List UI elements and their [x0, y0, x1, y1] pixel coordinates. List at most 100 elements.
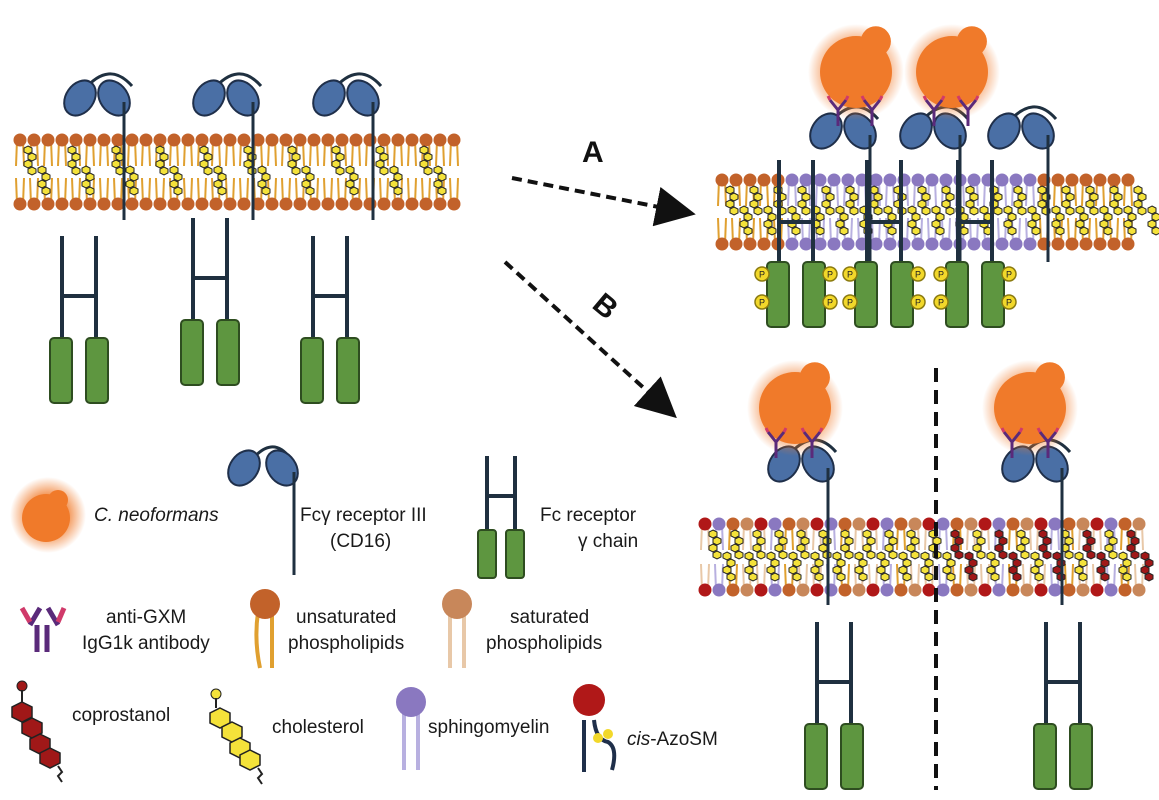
cholesterol-mark — [1109, 185, 1123, 216]
cholesterol-mark — [797, 185, 811, 216]
cholesterol-mark — [931, 205, 945, 236]
arrow-b — [503, 260, 677, 419]
lipid — [377, 177, 391, 211]
lipid — [433, 133, 447, 167]
cholesterol-mark — [845, 185, 859, 216]
cholesterol-mark — [1051, 205, 1065, 236]
antibody — [1036, 427, 1060, 458]
lipid — [447, 177, 461, 211]
phospho-label: P — [1006, 298, 1012, 308]
legend-antibody-label-1: anti-GXM — [106, 607, 187, 628]
cholesterol-mark — [942, 551, 956, 582]
lipid — [307, 133, 321, 167]
legend-sphingomyelin-label: sphingomyelin — [428, 717, 550, 738]
lipid — [181, 133, 195, 167]
legend-antibody-label-2: IgG1k antibody — [82, 633, 210, 654]
lipid — [1062, 563, 1076, 597]
cholesterol-mark — [125, 165, 139, 196]
fcgr3-receptor — [192, 72, 263, 220]
cholesterol-mark — [1016, 529, 1030, 560]
lipid — [1048, 517, 1062, 551]
cholesterol-mark — [111, 145, 125, 176]
cholesterol-mark — [972, 529, 986, 560]
cholesterol-mark — [1133, 185, 1147, 216]
lipid — [782, 517, 796, 551]
lipid — [757, 217, 771, 251]
cholesterol-mark — [835, 205, 849, 236]
cholesterol-mark — [876, 551, 890, 582]
legend-cholesterol-label: cholesterol — [272, 717, 364, 738]
cholesterol-mark — [763, 205, 777, 236]
antibody — [956, 95, 980, 126]
lipid — [153, 177, 167, 211]
cholesterol-mark — [884, 529, 898, 560]
cneoformans-cell — [808, 24, 904, 120]
lipid — [1121, 173, 1135, 207]
cholesterol-mark — [1027, 205, 1041, 236]
lipid — [349, 133, 363, 167]
phospho-label: P — [827, 298, 833, 308]
lipid — [223, 133, 237, 167]
legend-azosm-label: cis-AzoSM — [627, 728, 718, 752]
lipid — [265, 133, 279, 167]
arrow-a — [511, 176, 696, 227]
phospho-site — [822, 294, 838, 310]
raft-membrane-a — [715, 173, 1159, 251]
lipid — [223, 177, 237, 211]
cholesterol-mark — [433, 165, 447, 196]
lipid — [111, 177, 125, 211]
lipid — [757, 173, 771, 207]
cholesterol-mark — [744, 551, 758, 582]
legend-icons — [10, 445, 617, 785]
fcr-gamma-chain — [180, 218, 240, 386]
lipid — [715, 173, 729, 207]
legend-unsat-label-2: phospholipids — [288, 633, 405, 654]
legend-sphingomyelin-icon — [396, 687, 426, 770]
cholesterol-mark — [898, 551, 912, 582]
legend-fcr-gamma-label-1: Fc receptor — [540, 505, 637, 526]
legend-fcgr3-icon — [227, 445, 299, 575]
lipid — [447, 133, 461, 167]
phospho-label: P — [759, 298, 765, 308]
cholesterol-mark — [774, 529, 788, 560]
cholesterol-mark — [1118, 551, 1132, 582]
cholesterol-mark — [419, 145, 433, 176]
legend-cneoformans-icon — [10, 477, 86, 553]
antibody — [1000, 427, 1024, 458]
cholesterol-mark — [375, 145, 389, 176]
cholesterol-mark — [788, 551, 802, 582]
fcgr3-receptor — [987, 105, 1058, 262]
lipid — [279, 177, 293, 211]
legend-fcr-gamma-label-2: γ chain — [578, 531, 639, 552]
cholesterol-mark — [752, 529, 766, 560]
antibody — [826, 95, 850, 126]
cholesterol-mark — [1104, 529, 1118, 560]
lipid — [181, 177, 195, 211]
cholesterol-mark — [986, 551, 1000, 582]
cholesterol-mark — [708, 529, 722, 560]
lipid — [293, 177, 307, 211]
cholesterol-mark — [725, 185, 739, 216]
cneoformans-layer — [747, 24, 1078, 456]
cholesterol-mark — [917, 185, 931, 216]
phospho-site — [910, 266, 926, 282]
cholesterol-mark — [821, 185, 835, 216]
phospho-site — [842, 294, 858, 310]
fcr-gamma-chain — [804, 622, 864, 790]
cholesterol-mark — [840, 529, 854, 560]
legend-azosm-icon — [573, 684, 617, 772]
lipid — [852, 517, 866, 551]
legend-cneoformans-label: C. neoformans — [94, 505, 219, 526]
cholesterol-mark — [920, 551, 934, 582]
antibody — [764, 427, 788, 458]
legend-unsat-label-1: unsaturated — [296, 607, 397, 628]
cholesterol-mark — [730, 529, 744, 560]
legend-coprostanol-icon — [11, 680, 64, 783]
antibody-layer — [764, 95, 1060, 458]
phospho-label: P — [847, 270, 853, 280]
lipid — [419, 177, 433, 211]
phospho-label: P — [938, 270, 944, 280]
